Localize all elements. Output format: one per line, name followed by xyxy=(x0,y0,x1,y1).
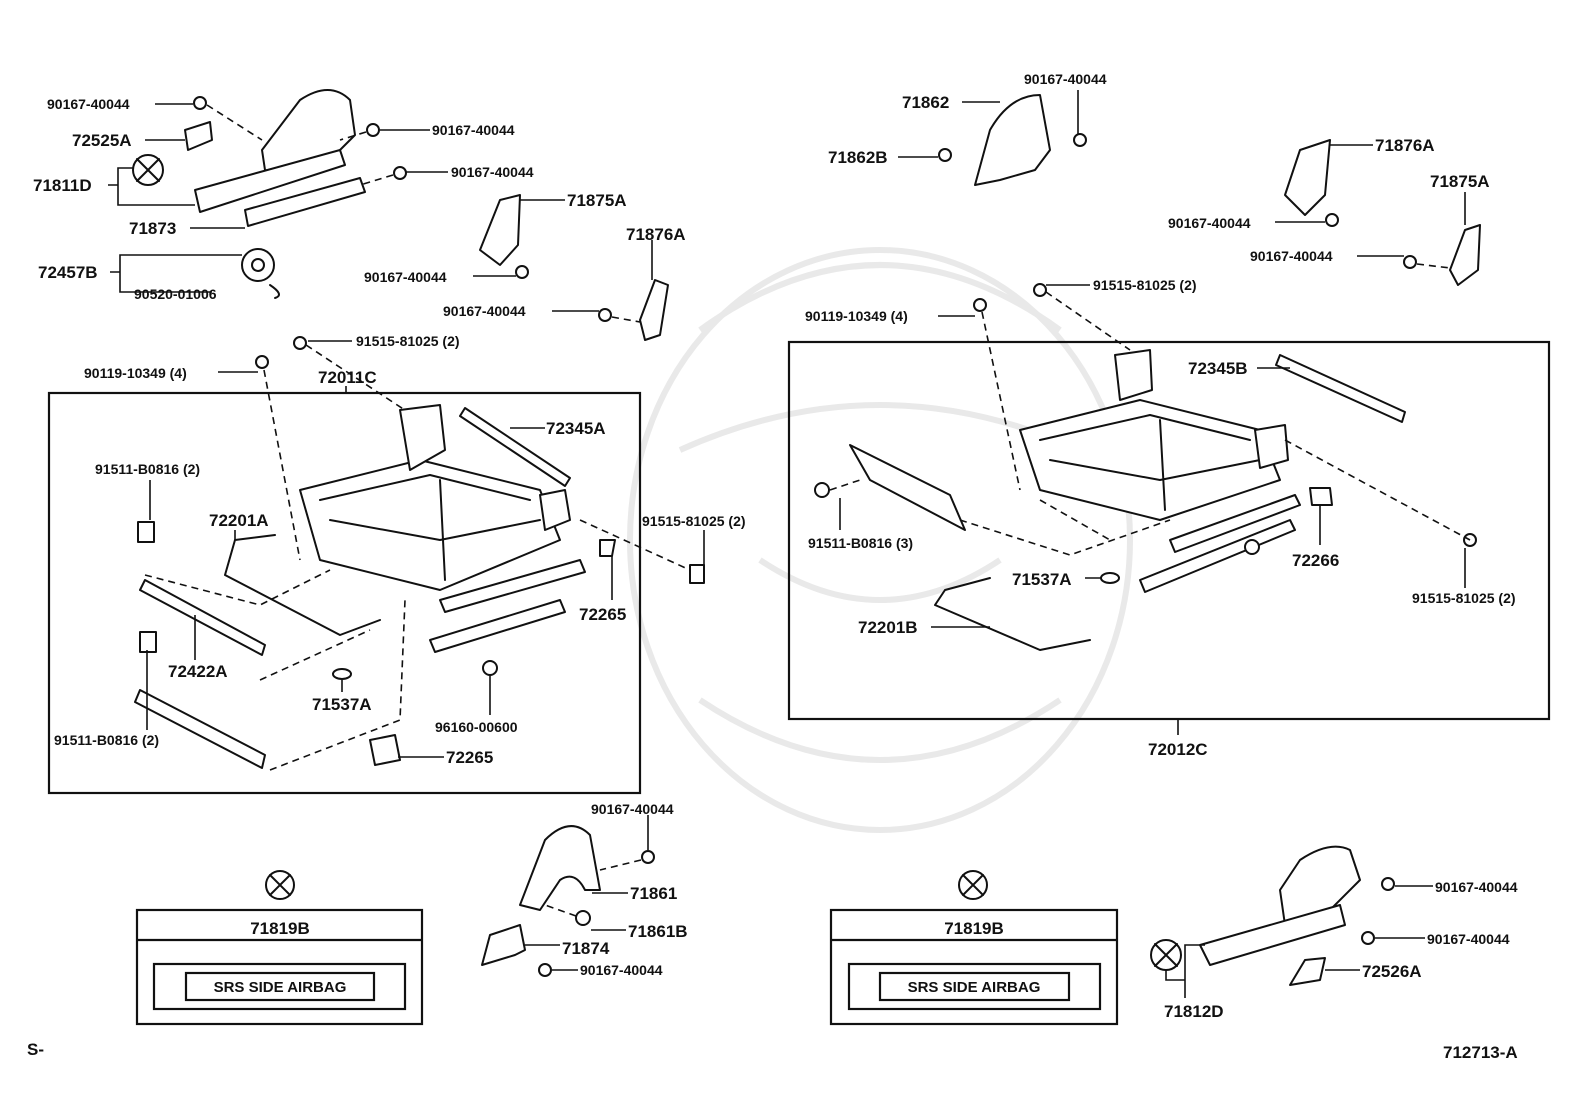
part-label: 90167-40044 xyxy=(1250,248,1333,264)
assembly-label: 72011C xyxy=(318,368,377,387)
part-label: 72265 xyxy=(579,605,626,624)
part-label: 72345A xyxy=(546,419,606,438)
part-label: 72422A xyxy=(168,662,228,681)
part-label: 71876A xyxy=(626,225,686,244)
left-airbag-label-plate: 71819B SRS SIDE AIRBAG xyxy=(135,870,424,1026)
part-label: 90520-01006 xyxy=(134,286,217,302)
left-shield-drawing xyxy=(132,89,407,299)
part-label: 71537A xyxy=(312,695,372,714)
label-part-number: 71819B xyxy=(944,919,1004,938)
part-label: 71875A xyxy=(1430,172,1490,191)
part-label: 71861B xyxy=(628,922,688,941)
part-label: 90167-40044 xyxy=(1427,931,1510,947)
figure-number: 712713-A xyxy=(1443,1043,1518,1062)
part-label: 72457B xyxy=(38,263,98,282)
part-label: 91511-B0816 (3) xyxy=(808,535,913,551)
part-label: 90119-10349 (4) xyxy=(84,365,187,381)
part-label: 71862B xyxy=(828,148,888,167)
middle-shield-drawing xyxy=(481,825,655,977)
part-label: 72526A xyxy=(1362,962,1422,981)
part-label: 91511-B0816 (2) xyxy=(54,732,159,748)
part-label: 90167-40044 xyxy=(1168,215,1251,231)
part-label: 72266 xyxy=(1292,551,1339,570)
bottom-right-shield-drawing xyxy=(1150,845,1395,986)
right-seat-frame-drawing xyxy=(814,283,1477,651)
part-label: 91511-B0816 (2) xyxy=(95,461,200,477)
section-code: S- xyxy=(27,1040,44,1059)
part-label: 71875A xyxy=(567,191,627,210)
part-label: 72201A xyxy=(209,511,269,530)
right-shield-drawing xyxy=(938,94,1481,286)
label-part-number: 71819B xyxy=(250,919,310,938)
part-label: 90167-40044 xyxy=(451,164,534,180)
middle-leaders xyxy=(525,815,649,971)
part-label: 90167-40044 xyxy=(1435,879,1518,895)
part-label: 71874 xyxy=(562,939,610,958)
left-labels: 90167-40044 72525A 90167-40044 90167-400… xyxy=(33,96,746,767)
part-label: 90167-40044 xyxy=(1024,71,1107,87)
part-label: 72201B xyxy=(858,618,918,637)
left-leaders xyxy=(108,103,705,758)
right-labels: 71862 90167-40044 71862B 71876A 90167-40… xyxy=(805,71,1516,759)
middle-labels: 90167-40044 71861 71861B 71874 90167-400… xyxy=(562,801,688,978)
part-label: 90167-40044 xyxy=(432,122,515,138)
part-label: 72265 xyxy=(446,748,493,767)
part-label: 91515-81025 (2) xyxy=(1093,277,1197,293)
part-label: 90167-40044 xyxy=(580,962,663,978)
part-label: 71876A xyxy=(1375,136,1435,155)
right-airbag-label-plate: 71819B SRS SIDE AIRBAG xyxy=(829,870,1119,1026)
part-label: 91515-81025 (2) xyxy=(356,333,460,349)
left-seat-frame-drawing xyxy=(134,336,705,771)
bottom-right-labels: 90167-40044 90167-40044 72526A 71812D xyxy=(1164,879,1518,1021)
bottom-right-leaders xyxy=(1165,885,1433,998)
part-label: 91515-81025 (2) xyxy=(642,513,746,529)
part-label: 90167-40044 xyxy=(47,96,130,112)
part-label: 91515-81025 (2) xyxy=(1412,590,1516,606)
part-label: 90167-40044 xyxy=(443,303,526,319)
part-label: 96160-00600 xyxy=(435,719,518,735)
srs-side-airbag-text: SRS SIDE AIRBAG xyxy=(214,979,347,996)
srs-side-airbag-text: SRS SIDE AIRBAG xyxy=(908,979,1041,996)
part-label: 71811D xyxy=(33,176,92,195)
part-label: 90119-10349 (4) xyxy=(805,308,908,324)
part-label: 90167-40044 xyxy=(591,801,674,817)
assembly-label: 72012C xyxy=(1148,740,1208,759)
right-leaders xyxy=(839,90,1466,735)
left-assembly-frame xyxy=(47,391,642,795)
part-label: 90167-40044 xyxy=(364,269,447,285)
part-label: 72525A xyxy=(72,131,132,150)
left-cover-drawing xyxy=(479,194,669,341)
part-label: 71537A xyxy=(1012,570,1072,589)
watermark-logo xyxy=(627,247,1133,833)
part-label: 71861 xyxy=(630,884,677,903)
part-label: 72345B xyxy=(1188,359,1248,378)
part-label: 71862 xyxy=(902,93,949,112)
right-assembly-frame xyxy=(787,340,1551,721)
part-label: 71812D xyxy=(1164,1002,1224,1021)
part-label: 71873 xyxy=(129,219,176,238)
